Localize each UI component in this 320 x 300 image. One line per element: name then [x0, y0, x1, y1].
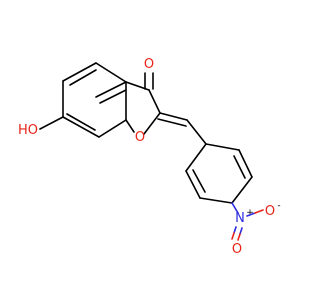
bond — [237, 233, 241, 241]
bond — [205, 143, 240, 151]
bond — [157, 118, 187, 127]
nitro-oxygen-charge: - — [277, 201, 280, 211]
bond — [231, 176, 253, 204]
bond — [185, 170, 201, 199]
bond — [66, 113, 96, 131]
bond — [98, 119, 127, 138]
structure-canvas: O HO O N + O O - — [18, 57, 281, 257]
bond — [185, 143, 207, 172]
bond — [231, 232, 235, 240]
nitro-nitrogen-charge: + — [246, 208, 254, 218]
bond — [99, 89, 127, 104]
methylidene-bridge — [157, 112, 207, 145]
bond — [239, 227, 243, 235]
bond — [199, 197, 233, 204]
nitrophenyl-ring — [185, 143, 253, 204]
bond — [148, 89, 161, 114]
bond — [143, 112, 161, 135]
bond — [192, 169, 206, 193]
bond — [233, 226, 237, 234]
bond — [233, 155, 246, 179]
bond — [159, 112, 188, 121]
bond — [95, 81, 127, 98]
bond — [238, 149, 253, 178]
nitro-oxygen-bottom-label: O — [232, 242, 242, 257]
bond — [39, 116, 64, 130]
bond — [62, 116, 100, 138]
carbonyl-oxygen-label: O — [144, 57, 154, 72]
bond — [62, 62, 97, 82]
hydroxyl-group: HO — [18, 116, 64, 138]
bond — [254, 209, 264, 214]
bond — [95, 62, 127, 83]
ring-oxygen-label: O — [135, 130, 145, 145]
bond — [246, 212, 256, 217]
nitro-oxygen-right-label: O — [265, 204, 275, 219]
molecule-diagram: O HO O N + O O - — [18, 57, 281, 257]
furanone-ring — [125, 81, 161, 135]
bond — [69, 69, 97, 86]
benzo-ring — [62, 62, 127, 138]
carbonyl-group: O — [144, 57, 154, 90]
bond — [125, 119, 135, 133]
hydroxyl-label: HO — [18, 123, 38, 138]
nitro-group: N + O O - — [231, 201, 281, 257]
nitro-nitrogen-label: N — [235, 211, 245, 226]
bond — [231, 202, 239, 214]
bond — [186, 119, 207, 145]
